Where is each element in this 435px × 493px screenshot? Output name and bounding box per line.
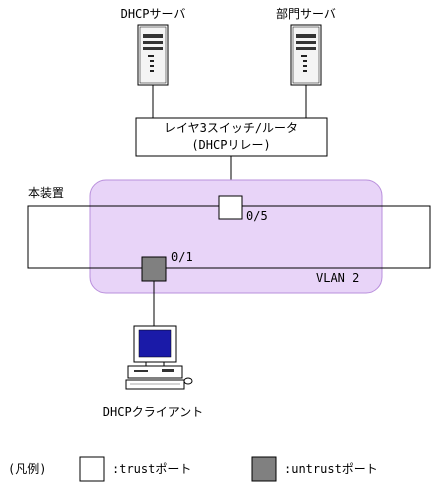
port-label-0-1: 0/1 (171, 250, 193, 264)
switch-label-line2: (DHCPリレー) (191, 138, 271, 152)
legend-trust-label: :trustポート (112, 462, 192, 476)
legend-untrust-box (251, 456, 277, 482)
dhcp-server-icon (137, 24, 169, 86)
legend-trust-box (79, 456, 105, 482)
untrust-port-0-1 (141, 256, 167, 282)
client-label: DHCPクライアント (102, 405, 204, 419)
dept-server-label: 部門サーバ (276, 7, 336, 21)
dhcp-server-label: DHCPサーバ (120, 7, 186, 21)
dept-server-icon (290, 24, 322, 86)
l3-switch-box (135, 117, 328, 157)
port-label-0-5: 0/5 (246, 209, 268, 223)
vlan-label: VLAN 2 (316, 271, 360, 285)
client-pc-icon (125, 325, 193, 390)
device-label: 本装置 (28, 186, 65, 200)
legend-title: (凡例) (8, 462, 47, 476)
switch-label-line1: レイヤ3スイッチ/ルータ (163, 121, 299, 135)
trust-port-0-5 (218, 195, 243, 220)
legend-untrust-label: :untrustポート (284, 462, 378, 476)
